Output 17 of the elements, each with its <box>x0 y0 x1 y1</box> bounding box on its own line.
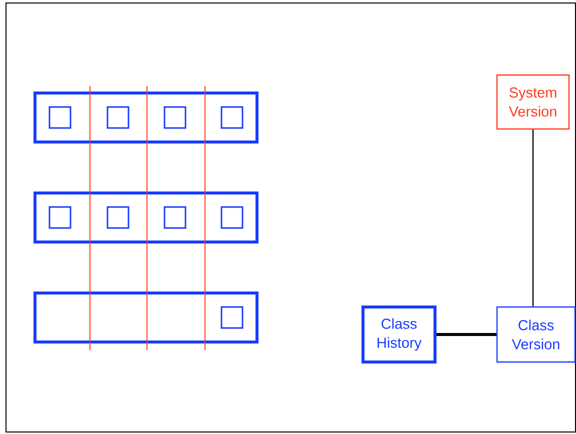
bar-frame <box>34 92 258 144</box>
bar-frame <box>34 192 258 244</box>
connector-line <box>436 333 496 336</box>
bar-frame <box>34 292 258 344</box>
class-box: Class Version <box>496 306 576 363</box>
version-box: System Version <box>496 74 570 130</box>
square-box <box>48 206 72 229</box>
square-box <box>220 206 244 229</box>
square-box <box>48 106 72 129</box>
square-box <box>106 106 130 129</box>
square-box <box>220 306 244 329</box>
square-box <box>106 206 130 229</box>
square-box <box>164 106 186 129</box>
connector-line <box>532 130 534 306</box>
class-box: Class History <box>362 306 436 364</box>
square-box <box>164 206 186 229</box>
square-box <box>220 106 244 129</box>
